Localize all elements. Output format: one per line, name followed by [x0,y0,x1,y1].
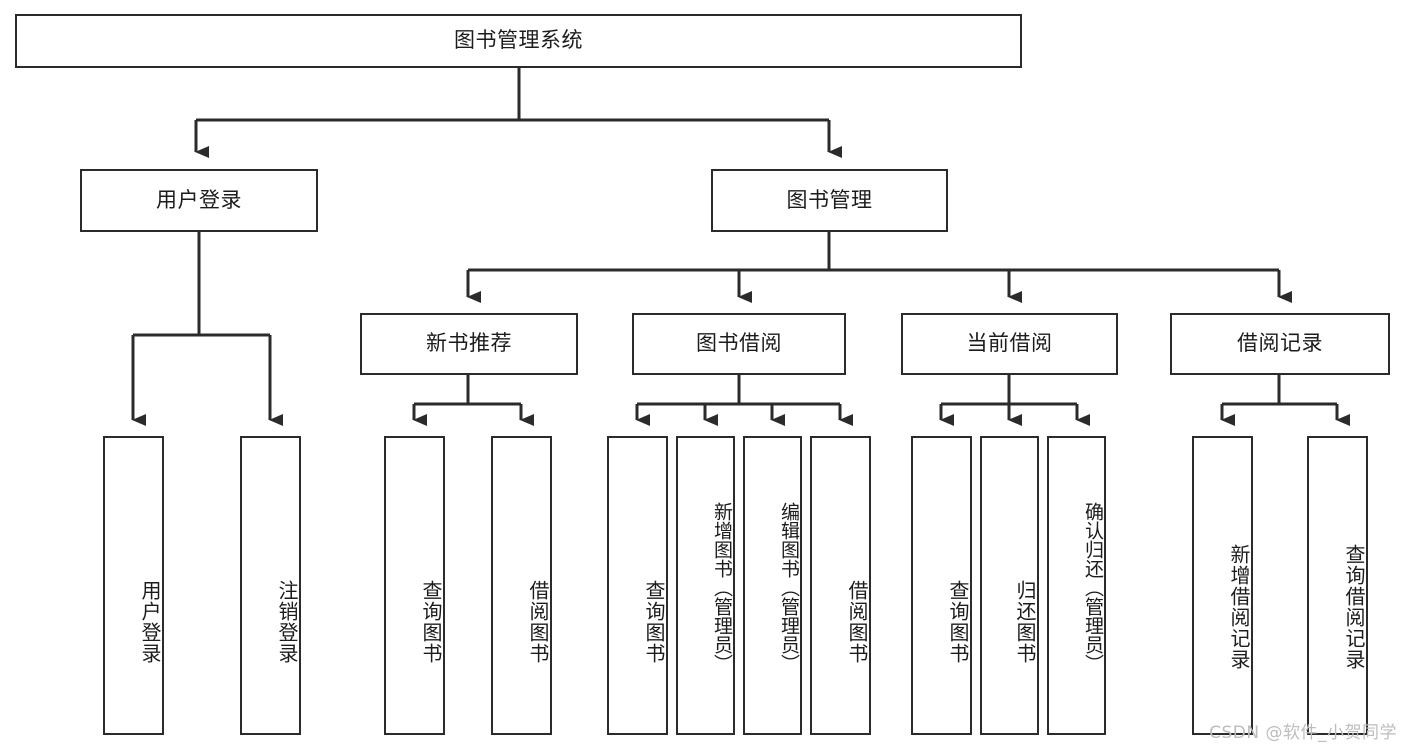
node-label: 借阅图书 [526,579,550,664]
leaf-borrow-record-add-record[interactable]: 新增借阅记录 [1192,436,1253,735]
node-book-management[interactable]: 图书管理 [711,169,948,232]
leaf-user-login-logout[interactable]: 注销登录 [240,436,301,735]
node-label: 注销登录 [275,579,299,664]
node-label: 新书推荐 [426,331,512,356]
node-label: 图书管理 [786,187,873,212]
leaf-borrow-record-query-record[interactable]: 查询借阅记录 [1307,436,1368,735]
node-label: 编辑图书（管理员） [778,502,800,673]
node-label: 归还图书 [1013,579,1037,664]
node-label: 用户登录 [156,187,242,212]
leaf-book-borrow-borrow-book[interactable]: 借阅图书 [810,436,871,735]
leaf-book-borrow-query-book[interactable]: 查询图书 [607,436,668,735]
node-label: 确认归还（管理员） [1082,502,1104,673]
node-label: 查询图书 [642,579,666,664]
node-book-borrow[interactable]: 图书借阅 [632,313,846,375]
leaf-book-borrow-add-book-admin[interactable]: 新增图书（管理员） [676,436,735,735]
node-label: 新增借阅记录 [1227,543,1251,670]
node-label: 查询借阅记录 [1342,543,1366,670]
node-label: 图书借阅 [696,331,782,356]
node-borrow-record[interactable]: 借阅记录 [1170,313,1390,375]
node-label: 当前借阅 [966,331,1053,356]
node-label: 借阅图书 [845,579,869,664]
node-user-login[interactable]: 用户登录 [80,169,318,232]
leaf-current-borrow-query-book[interactable]: 查询图书 [911,436,972,735]
node-current-borrow[interactable]: 当前借阅 [901,313,1118,375]
node-label: 图书管理系统 [454,28,583,53]
node-label: 新增图书（管理员） [711,502,733,673]
node-new-book-recommend[interactable]: 新书推荐 [360,313,578,375]
leaf-new-book-borrow-book[interactable]: 借阅图书 [491,436,552,735]
node-label: 借阅记录 [1237,331,1323,356]
leaf-new-book-query-book[interactable]: 查询图书 [384,436,445,735]
watermark-text: CSDN @软件_小贺同学 [1209,723,1397,743]
node-label: 查询图书 [419,579,443,664]
leaf-book-borrow-edit-book-admin[interactable]: 编辑图书（管理员） [743,436,802,735]
node-label: 用户登录 [138,579,162,664]
leaf-current-borrow-confirm-return-admin[interactable]: 确认归还（管理员） [1047,436,1106,735]
leaf-user-login-login[interactable]: 用户登录 [103,436,164,735]
node-label: 查询图书 [946,579,970,664]
node-root-book-management-system[interactable]: 图书管理系统 [15,14,1022,68]
leaf-current-borrow-return-book[interactable]: 归还图书 [980,436,1039,735]
